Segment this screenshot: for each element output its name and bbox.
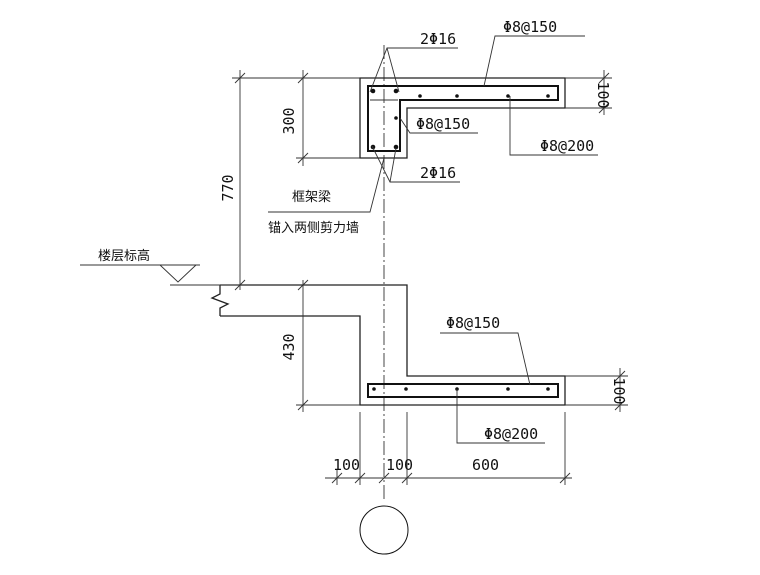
dim-text-wall-right: 100 xyxy=(386,456,413,474)
label-beam-note-1: 框架梁 xyxy=(292,190,331,205)
dim-text-770: 770 xyxy=(219,174,237,201)
leader-bar-top-2 xyxy=(386,47,400,93)
rebar-dot xyxy=(455,94,459,98)
rebar-dot xyxy=(370,88,376,94)
dim-text-wall-left: 100 xyxy=(333,456,360,474)
dim-slab-top-tick xyxy=(598,102,610,114)
dim-tick xyxy=(401,472,413,484)
dim-slab-low-tick xyxy=(614,370,626,382)
leader-bar-bottom-2 xyxy=(389,147,397,183)
dim-430-tick xyxy=(297,279,309,291)
label-floor-level: 楼层标高 xyxy=(98,248,150,264)
upper-leaders xyxy=(268,35,598,213)
dim-430-tick xyxy=(297,399,309,411)
upper-rebar-cage xyxy=(367,85,559,152)
break-line xyxy=(210,285,230,316)
axis-bubble xyxy=(359,505,409,555)
dim-text-slab-low: 100 xyxy=(610,377,628,404)
rebar-dot xyxy=(372,387,376,391)
rebar-dot xyxy=(393,88,399,94)
floor-level-triangle xyxy=(159,264,197,283)
rebar-dot xyxy=(394,116,398,120)
rebar-dot xyxy=(546,387,550,391)
dim-tick xyxy=(559,472,571,484)
lower-leaders xyxy=(440,332,545,444)
rebar-dot xyxy=(506,387,510,391)
lower-wall-outline xyxy=(220,284,566,406)
dim-tick xyxy=(378,472,390,484)
rebar-dot xyxy=(404,387,408,391)
label-stirrup-top: Φ8@150 xyxy=(503,18,557,36)
lower-rebar-cage xyxy=(367,383,559,398)
dim-text-300: 300 xyxy=(280,107,298,134)
dim-slab-top-tick xyxy=(598,72,610,84)
rebar-dot xyxy=(418,94,422,98)
label-stirrup-low: Φ8@150 xyxy=(446,314,500,332)
label-bar-bottom: 2Φ16 xyxy=(420,164,456,182)
lower-rebar-dots xyxy=(372,387,550,391)
dim-slab-low-tick xyxy=(614,399,626,411)
dim-300-tick xyxy=(297,152,309,164)
label-dist-top: Φ8@200 xyxy=(540,137,594,155)
dim-text-slab-top: 100 xyxy=(594,81,612,108)
annotations: 2Φ16 Φ8@150 Φ8@150 Φ8@200 2Φ16 框架梁 锚入两侧剪… xyxy=(98,18,628,474)
rebar-dot xyxy=(546,94,550,98)
rebar-dot xyxy=(506,94,510,98)
dim-text-430: 430 xyxy=(280,333,298,360)
label-stirrup-beam: Φ8@150 xyxy=(416,115,470,133)
dim-300-tick xyxy=(297,72,309,84)
dim-770-tick xyxy=(234,279,246,291)
leader-stirrup-beam xyxy=(399,117,478,134)
dim-tick xyxy=(331,472,343,484)
label-beam-note-2: 锚入两侧剪力墙 xyxy=(268,220,359,236)
leader-stirrup-low xyxy=(440,332,531,386)
leader-dist-top xyxy=(509,96,598,156)
dim-770-tick xyxy=(234,72,246,84)
label-dist-low: Φ8@200 xyxy=(484,425,538,443)
leader-dist-low xyxy=(456,389,545,444)
dim-tick xyxy=(354,472,366,484)
rebar-dot xyxy=(393,144,399,150)
dimensions xyxy=(232,70,628,485)
leader-stirrup-top xyxy=(483,35,585,87)
leader-beam-note xyxy=(268,157,385,213)
upper-rebar-dots xyxy=(370,88,550,150)
dim-text-slab-width: 600 xyxy=(472,456,499,474)
label-bar-top: 2Φ16 xyxy=(420,30,456,48)
